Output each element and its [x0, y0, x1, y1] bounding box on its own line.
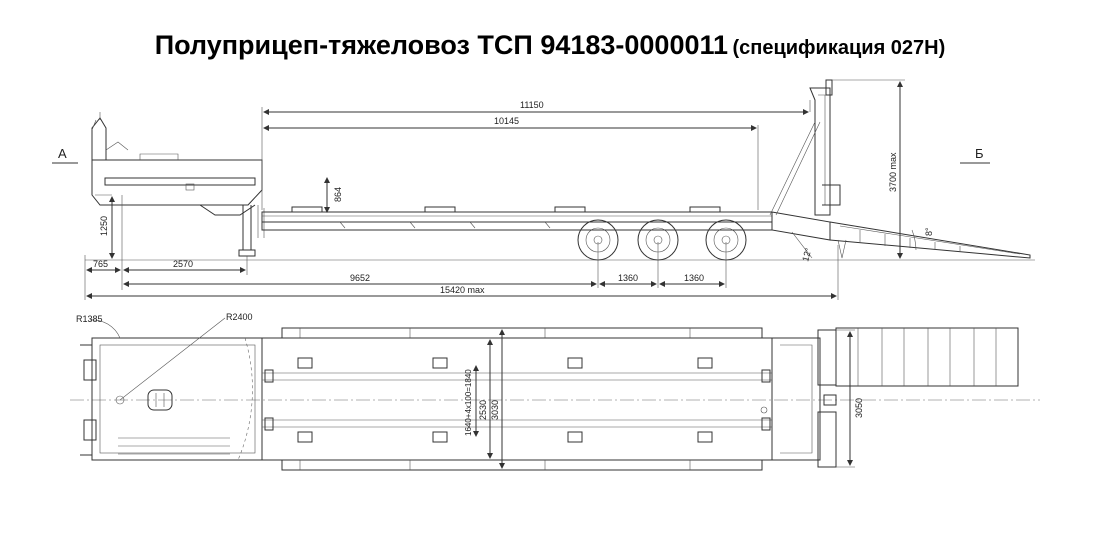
top-dimensions: R1385 R2400 1640+4x100=1840 2530 3030 30… — [76, 312, 864, 469]
title-main: Полуприцеп-тяжеловоз ТСП 94183-0000011 — [154, 30, 729, 60]
dim-9652: 9652 — [350, 273, 370, 283]
dim-2570: 2570 — [173, 259, 193, 269]
dim-2530: 2530 — [478, 400, 488, 420]
side-dimensions: 11150 10145 864 1250 765 2570 9 — [84, 79, 934, 300]
view-label-a: А — [58, 146, 67, 161]
dim-8deg: 8° — [924, 227, 934, 236]
rear-ramp — [769, 79, 1031, 259]
deck-top — [261, 327, 773, 471]
rear-top — [771, 327, 1019, 468]
dim-3030: 3030 — [490, 400, 500, 420]
dim-r2400: R2400 — [226, 312, 253, 322]
dim-1360-a: 1360 — [618, 273, 638, 283]
title-spec: (спецификация 027Н) — [732, 37, 946, 59]
dim-765: 765 — [93, 259, 108, 269]
dim-11150: 11150 — [520, 100, 544, 110]
dim-r1385: R1385 — [76, 314, 103, 324]
dim-3050: 3050 — [854, 398, 864, 418]
dim-10145: 10145 — [494, 116, 519, 126]
side-view: А Б — [52, 79, 1035, 300]
dim-1360-b: 1360 — [684, 273, 704, 283]
drawing-title: Полуприцеп-тяжеловоз ТСП 94183-0000011 (… — [0, 30, 1100, 61]
view-label-b: Б — [975, 146, 984, 161]
lashing-points — [264, 357, 771, 443]
deck — [261, 206, 773, 231]
gooseneck-top — [80, 317, 263, 461]
dim-864: 864 — [333, 187, 343, 202]
dim-12deg: 12° — [800, 246, 813, 262]
axle-group — [575, 219, 750, 261]
dim-15420: 15420 max — [440, 285, 485, 295]
dim-twistlock: 1640+4x100=1840 — [464, 369, 473, 436]
dim-3700: 3700 max — [888, 152, 898, 192]
top-view: R1385 R2400 1640+4x100=1840 2530 3030 30… — [70, 312, 1040, 471]
gooseneck — [91, 112, 265, 257]
dim-1250: 1250 — [99, 216, 109, 236]
